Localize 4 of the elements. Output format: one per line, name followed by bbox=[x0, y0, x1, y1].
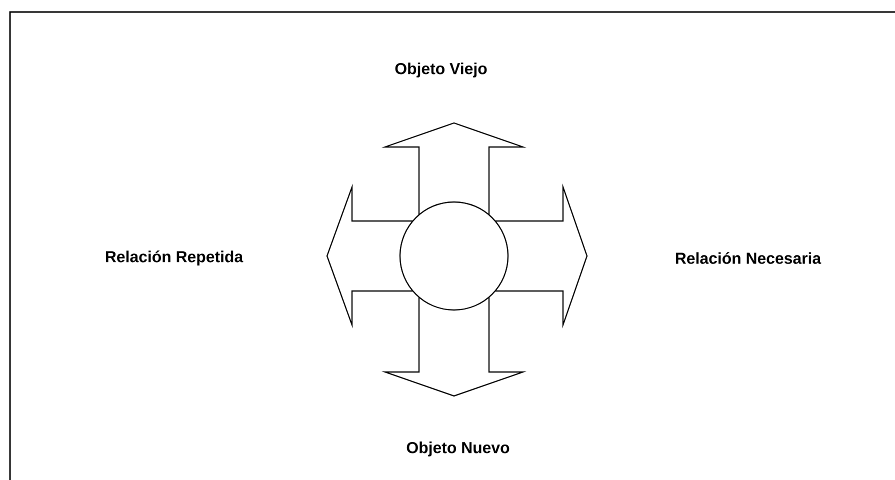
label-text: Relación Necesaria bbox=[676, 252, 822, 264]
label-text: Relación Repetida bbox=[106, 250, 244, 266]
label-text: Objeto Viejo bbox=[395, 62, 487, 78]
label-text: Objeto Nuevo bbox=[406, 442, 510, 456]
